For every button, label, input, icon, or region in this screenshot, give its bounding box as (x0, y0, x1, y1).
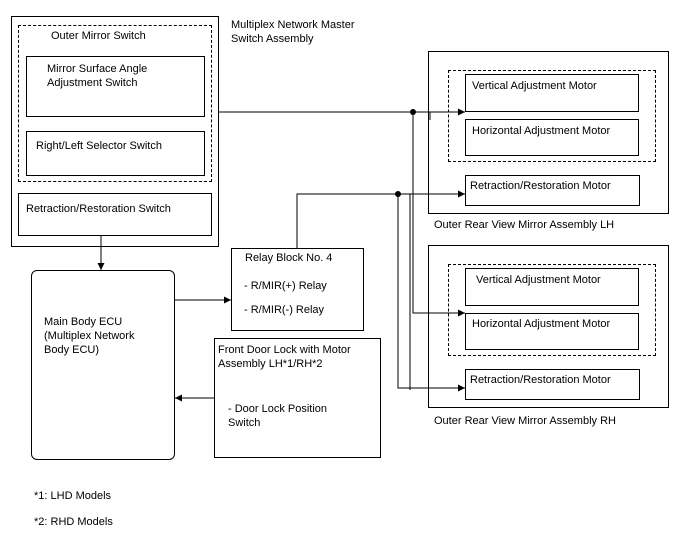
relay-block-title: Relay Block No. 4 (245, 252, 333, 264)
relay-block-no4 (231, 248, 364, 331)
lh-vertical-adjustment-motor-label: Vertical Adjustment Motor (472, 80, 597, 92)
rh-vertical-adjustment-motor (465, 268, 639, 306)
rh-retraction-restoration-motor (465, 369, 640, 400)
mirror-rh-adjustment-group (448, 264, 656, 356)
lh-horizontal-adjustment-motor-label: Horizontal Adjustment Motor (472, 125, 611, 137)
wire-down-to-rh-retraction (397, 194, 465, 392)
right-left-selector-switch-label: Right/Left Selector Switch (36, 140, 162, 152)
right-left-selector-switch (26, 131, 205, 176)
lh-vertical-adjustment-motor (465, 74, 639, 112)
footnote-lhd: *1: LHD Models (34, 490, 112, 502)
lh-retraction-restoration-motor-label: Retraction/Restoration Motor (470, 180, 611, 192)
wire-down-to-rh-adjust (412, 112, 465, 317)
master-switch-title: Multiplex Network Master Switch Assembly (231, 19, 355, 45)
lh-retraction-restoration-motor (465, 175, 640, 206)
main-body-ecu-label: Main Body ECU (Multiplex Network Body EC… (44, 316, 135, 356)
mirror-rh-caption: Outer Rear View Mirror Assembly RH (434, 415, 616, 427)
mirror-lh-caption: Outer Rear View Mirror Assembly LH (434, 219, 615, 231)
door-lock-position-switch-label: - Door Lock Position Switch (228, 403, 328, 429)
relay-minus-label: - R/MIR(-) Relay (244, 304, 325, 316)
junction-dot-adjust (410, 109, 416, 115)
outer-mirror-switch-label: Outer Mirror Switch (51, 30, 146, 42)
mirror-surface-angle-switch-label: Mirror Surface Angle Adjustment Switch (47, 63, 148, 89)
front-door-lock-assembly (214, 338, 381, 458)
mirror-lh-adjustment-group (448, 70, 656, 162)
retraction-restoration-switch-label: Retraction/Restoration Switch (26, 203, 171, 215)
main-body-ecu (31, 270, 175, 460)
junction-dot-retraction (395, 191, 401, 197)
rh-horizontal-adjustment-motor (465, 313, 639, 350)
outer-mirror-switch-group (18, 25, 212, 182)
relay-plus-label: - R/MIR(+) Relay (244, 280, 327, 292)
rh-retraction-restoration-motor-label: Retraction/Restoration Motor (470, 374, 611, 386)
mirror-surface-angle-switch (26, 56, 205, 117)
rh-vertical-adjustment-motor-label: Vertical Adjustment Motor (476, 274, 601, 286)
retraction-restoration-switch (18, 193, 212, 236)
lh-horizontal-adjustment-motor (465, 119, 639, 156)
rh-horizontal-adjustment-motor-label: Horizontal Adjustment Motor (472, 318, 611, 330)
front-door-lock-title: Front Door Lock with Motor Assembly LH*1… (218, 344, 351, 370)
footnote-rhd: *2: RHD Models (34, 516, 113, 528)
wire-relay-to-retraction (296, 193, 398, 248)
